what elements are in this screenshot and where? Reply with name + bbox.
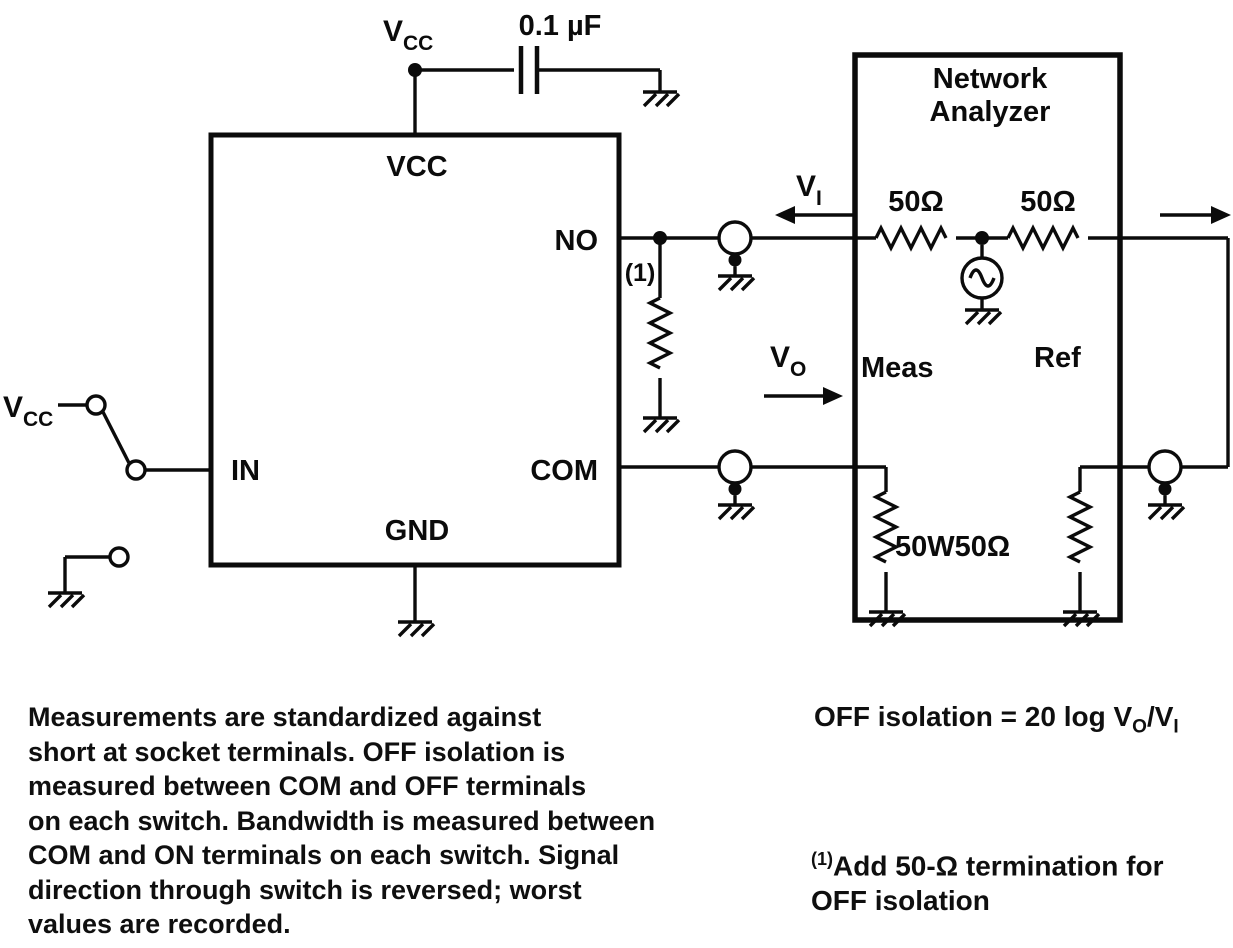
meas-channel-label: Meas (861, 352, 934, 384)
note-line-2: short at socket terminals. OFF isolation… (28, 736, 566, 767)
switch-contact-vcc (85, 394, 107, 416)
switch-contact-gnd (108, 546, 130, 568)
pin-label-no: NO (555, 225, 599, 257)
ground-icon (46, 591, 86, 609)
junction-dot (653, 231, 667, 245)
coax-connector-icon (1148, 451, 1184, 519)
vcc-top-label: VCC (383, 15, 433, 55)
footnote-superscript: (1) (811, 849, 833, 869)
ref-channel-label: Ref (1034, 342, 1081, 374)
resistor-icon (1006, 226, 1080, 250)
formula-mid: /V (1146, 701, 1174, 732)
junction-dot (408, 63, 422, 77)
coax-connector-icon (718, 222, 754, 290)
resistor-value-left-label: 50Ω (888, 186, 944, 218)
ref-termination (1061, 465, 1120, 628)
vo-arrowhead-icon (823, 387, 843, 405)
vcc-left-label: VCC (3, 391, 53, 431)
resistor-icon (874, 490, 898, 564)
resistor-icon (648, 296, 672, 370)
pin-label-com: COM (530, 455, 598, 487)
ground-icon (963, 308, 1003, 326)
measurement-note: Measurements are standardized against sh… (28, 700, 788, 942)
ground-icon (396, 620, 436, 638)
meas-termination-value-label: 50W50Ω (895, 531, 1010, 563)
footnote-text-2: OFF isolation (811, 885, 990, 917)
pin-label-in: IN (231, 455, 260, 487)
resistor-icon (1068, 490, 1092, 564)
pin-label-gnd: GND (385, 515, 449, 547)
meas-termination (855, 465, 907, 628)
note-line-5: COM and ON terminals on each switch. Sig… (28, 840, 620, 870)
switch-arm (101, 411, 131, 464)
vi-label: VI (796, 170, 822, 210)
switch-pole (125, 459, 147, 481)
formula-sub-i: I (1173, 716, 1179, 738)
resistor-value-right-label: 50Ω (1020, 186, 1076, 218)
off-isolation-formula: OFF isolation = 20 log VO/VI (814, 701, 1179, 739)
footnote-text-1: Add 50-Ω termination for (833, 850, 1164, 882)
schematic-lines (46, 46, 1230, 638)
network-analyzer-box (852, 52, 1123, 623)
pin-label-vcc: VCC (386, 151, 447, 183)
footnote-line-1: (1)Add 50-Ω termination for (811, 842, 1163, 883)
footnote-marker-label: (1) (625, 259, 656, 287)
dots-and-arrowheads (408, 63, 1231, 405)
analyzer-title-line1: Network (933, 63, 1048, 95)
termination-footnote: (1)Add 50-Ω termination for OFF isolatio… (811, 842, 1163, 918)
resistor-icon (874, 226, 948, 250)
gnd-pin-network (396, 565, 436, 638)
formula-sub-o: O (1132, 716, 1147, 738)
dut-box (208, 132, 622, 568)
note-line-4: on each switch. Bandwidth is measured be… (28, 805, 656, 836)
note-line-7: values are recorded. (28, 909, 291, 939)
note-line-1: Measurements are standardized against (28, 702, 542, 732)
analyzer-title-line2: Analyzer (930, 96, 1051, 128)
note-line-3: measured between COM and OFF terminals (28, 771, 587, 801)
vo-label: VO (770, 341, 806, 381)
input-switch (46, 394, 211, 609)
junction-dot (975, 231, 989, 245)
capacitor-value-label: 0.1 µF (519, 10, 602, 42)
ground-icon (641, 90, 681, 108)
formula-prefix: OFF isolation = 20 log V (814, 701, 1133, 732)
coax-connector-icon (718, 451, 754, 519)
ground-icon (641, 416, 681, 434)
vi-arrowhead-icon (775, 206, 795, 224)
sine-wave-icon (968, 268, 996, 288)
note-line-6: direction through switch is reversed; wo… (28, 874, 582, 905)
vcc-decoupling-network (413, 46, 681, 135)
ref-out-arrowhead-icon (1211, 206, 1231, 224)
